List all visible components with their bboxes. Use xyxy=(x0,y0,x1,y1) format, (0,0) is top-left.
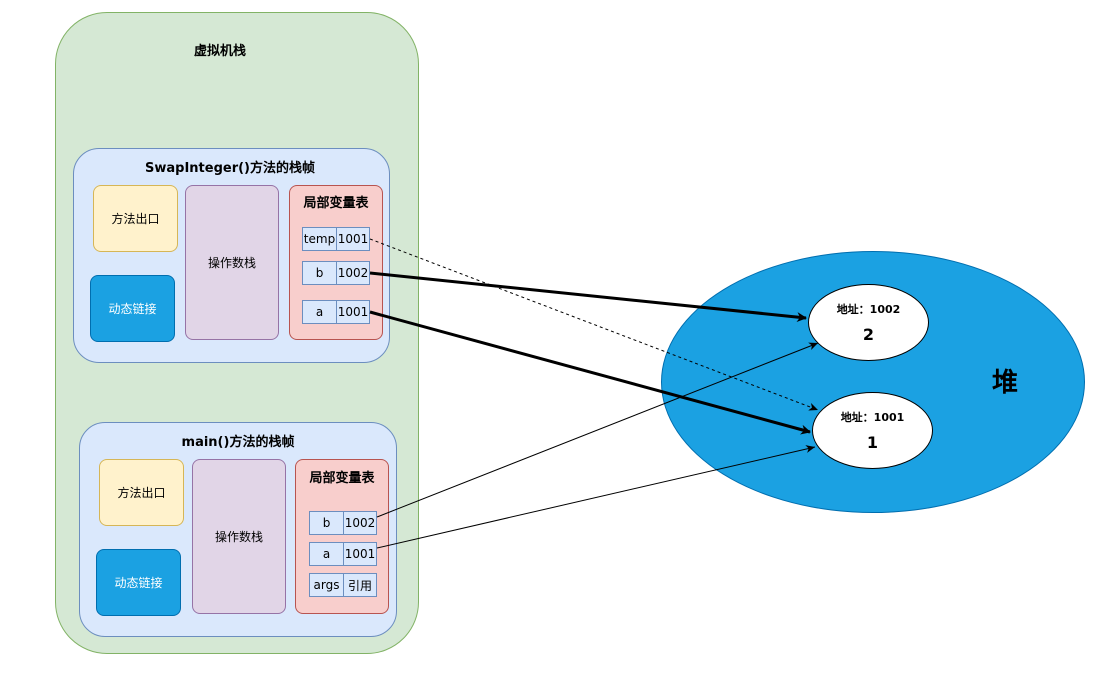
arrow-swap-b-to-1002 xyxy=(369,271,807,323)
swap-frame-title: SwapInteger()方法的栈帧 xyxy=(145,160,315,176)
swap-local-temp-value: 1001 xyxy=(336,227,370,251)
swap-method-exit: 方法出口 xyxy=(93,185,178,252)
arrow-swap-a-to-1001 xyxy=(369,310,811,435)
swap-local-b-name: b xyxy=(302,261,337,285)
swap-locals-title: 局部变量表 xyxy=(303,195,369,211)
main-local-b-value: 1002 xyxy=(343,511,377,535)
heap-object-address: 地址：1001 xyxy=(840,411,905,424)
main-frame-title: main()方法的栈帧 xyxy=(181,434,295,450)
arrow-swap-temp-to-1001 xyxy=(369,238,819,411)
main-local-a-value: 1001 xyxy=(343,542,377,566)
swap-local-a-value: 1001 xyxy=(336,300,370,324)
swap-dynamic-link: 动态链接 xyxy=(90,275,175,342)
main-dynamic-link: 动态链接 xyxy=(96,549,181,616)
main-local-args-value: 引用 xyxy=(343,573,377,597)
arrow-main-b-to-1002 xyxy=(376,342,819,518)
heap-object-value: 2 xyxy=(862,325,875,344)
swap-local-temp-name: temp xyxy=(302,227,337,251)
heap-object-address: 地址：1002 xyxy=(836,303,901,316)
vm-stack-title: 虚拟机栈 xyxy=(193,43,246,59)
heap-object-1002: 地址：1002 2 xyxy=(808,284,929,361)
main-operand-stack: 操作数栈 xyxy=(192,459,286,614)
heap-object-value: 1 xyxy=(866,433,879,452)
main-local-args-name: args xyxy=(309,573,344,597)
swap-local-a-name: a xyxy=(302,300,337,324)
main-locals-title: 局部变量表 xyxy=(309,470,375,486)
heap-label: 堆 xyxy=(991,367,1018,398)
arrow-main-a-to-1001 xyxy=(376,445,816,549)
swap-operand-stack: 操作数栈 xyxy=(185,185,279,340)
swap-local-b-value: 1002 xyxy=(336,261,370,285)
heap-object-1001: 地址：1001 1 xyxy=(812,392,933,469)
main-method-exit: 方法出口 xyxy=(99,459,184,526)
